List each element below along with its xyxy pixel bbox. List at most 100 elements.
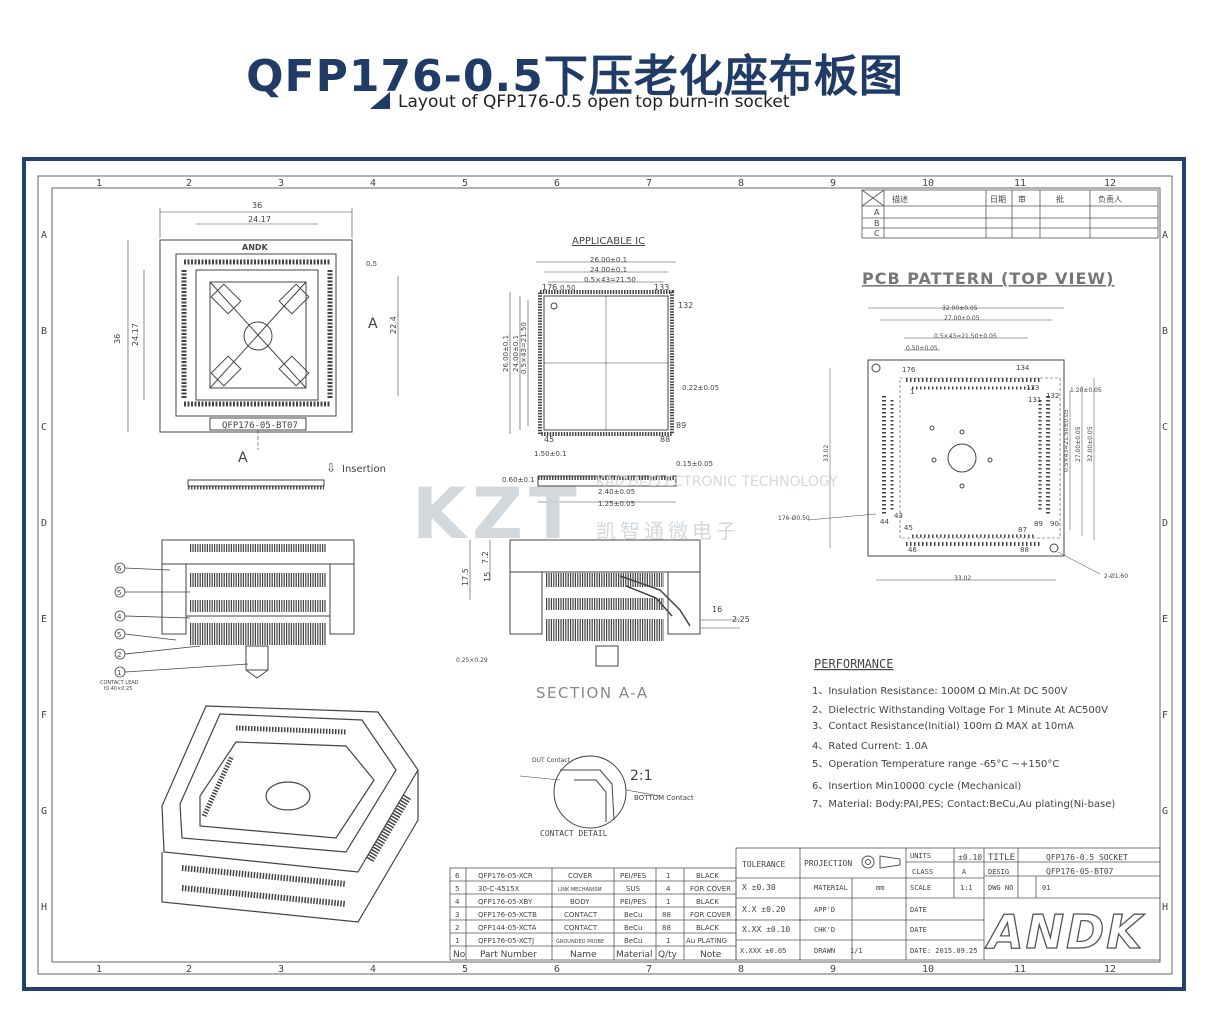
tb-label: DRAWN [814,947,835,955]
watermark-english: KAIZHI-ELECTRONIC TECHNOLOGY [596,474,838,490]
bom-cell: QFP176-05-XCR [478,872,533,880]
grid-row-label: A [1162,230,1168,241]
bom-cell: BeCu [624,911,642,919]
dim-label: 32.00±0.05 [1087,426,1094,462]
tb-label: DATE [910,926,927,934]
bom-header: Part Number [480,950,537,960]
bom-header: Name [570,950,597,960]
contact-lead-label: t0.40×0.25 [104,686,132,692]
bom-table [449,867,737,961]
performance-item: 1、Insulation Resistance: 1000M Ω Min.At … [812,686,1068,697]
grid-col-label: 8 [738,178,744,189]
grid-col-label: 1 [96,178,102,189]
page-subtitle: Layout of QFP176-0.5 open top burn-in so… [398,92,790,112]
dim-label: 0.5×43=21.50 [520,322,528,374]
bom-cell: 5 [455,885,459,893]
grid-col-label: 11 [1014,964,1026,975]
section-title: SECTION A-A [536,684,649,702]
dim-label: 1.20±0.05 [1070,387,1102,394]
pin-label: 90 [1050,520,1059,528]
pin-label: 131 [1028,396,1041,404]
bom-header: Material [616,950,653,960]
grid-row-label: C [1162,422,1168,433]
grid-row-label: E [41,614,47,625]
dim-label: 26.00±0.1 [502,335,510,372]
grid-col-label: 12 [1104,964,1116,975]
section-mark: A [238,450,248,466]
page-title: QFP176-0.5下压老化座布板图 [246,51,904,102]
dim-label: 7.2 [481,551,490,564]
dim-label: 0.60±0.1 [502,476,535,484]
performance-title: PERFORMANCE [814,657,893,671]
rev-header: 描述 [892,194,908,204]
grid-row-label: G [1162,806,1168,817]
detail-label: CONTACT DETAIL [540,829,608,838]
callout-number: 5 [117,631,121,639]
tb-label: CHK'D [814,926,835,934]
rev-header: 负责人 [1098,194,1122,204]
tb-label: UNITS [910,852,931,860]
dim-label: 1.25±0.05 [598,500,635,508]
callouts [114,562,249,678]
watermark-chinese: 凯智通微电子 [596,519,740,543]
bom-cell: BeCu [624,937,642,945]
grid-col-label: 5 [462,964,468,975]
watermark-logo: KZT [412,473,583,555]
bom-cell: 2 [455,924,459,932]
pin-label: 1 [910,388,914,396]
bom-cell: QFP176-05-XCTJ [478,937,534,945]
callout-number: 2 [117,651,121,659]
detail-label: BOTTOM Contact [634,794,694,802]
tb-tol: X.XXX ±0.05 [740,947,786,955]
grid-row-label: C [41,422,47,433]
grid-row-label: D [41,518,47,529]
down-arrow-icon: ⇩ [326,461,336,475]
dim-label: 33.02 [954,575,971,582]
performance-item: 5、Operation Temperature range -65°C ~+15… [812,759,1059,770]
tb-value: QFP176-0.5 SOCKET [1046,853,1128,862]
grid-left: A B C D E F G H [41,230,47,913]
pin-label: 45 [904,524,913,532]
bom-cell: PEI/PES [620,872,647,880]
dim-label: 16 [712,605,722,614]
pcb-pattern [807,307,1101,581]
contact-lead-label: CONTACT LEAD [100,680,139,686]
dim-label: 27.00±0.05 [1075,426,1082,462]
grid-row-label: F [1162,710,1168,721]
grid-col-label: 3 [278,178,284,189]
rev-row: B [874,219,880,228]
ic-top-view [509,261,676,436]
bom-cell: 4 [666,885,671,893]
grid-col-label: 3 [278,964,284,975]
dim-label: 24.00±0.1 [590,266,627,274]
grid-bottom: 1 2 3 4 5 6 7 8 9 10 11 12 [96,964,1116,975]
bom-cell: 3 [455,911,459,919]
pin-label: 176 [542,283,557,292]
detail-label: DUT Contact [532,757,571,764]
performance-item: 3、Contact Resistance(Initial) 100m Ω MAX… [812,721,1074,732]
grid-row-label: A [41,230,47,241]
projection-icon [861,855,901,869]
grid-row-label: B [1162,326,1168,337]
tb-value: mm [876,884,884,892]
grid-row-label: H [41,902,47,913]
pin-label: 132 [1046,392,1059,400]
dim-label: 0.5×43=21.50±0.05 [1063,409,1070,472]
pin-label: 44 [880,518,889,526]
socket-front-view [161,539,355,679]
pin-label: 176 [902,366,916,374]
grid-col-label: 5 [462,178,468,189]
rev-header: 批 [1056,194,1064,204]
grid-col-label: 9 [830,964,836,975]
grid-col-label: 7 [646,964,652,975]
dim-label: 0.50±0.05 [906,345,938,352]
grid-col-label: 9 [830,178,836,189]
dim-label: 0.5×43=21.50 [584,276,636,284]
detail-scale: 2:1 [630,768,653,784]
pin-label: 46 [908,546,917,554]
bom-cell: Au PLATING [686,937,727,945]
bom-cell: QFP144-05-XCTA [478,924,537,932]
dim-label: 26.00±0.1 [590,256,627,264]
tb-label: SCALE [910,884,931,892]
dim-label: 17.5 [461,568,470,586]
